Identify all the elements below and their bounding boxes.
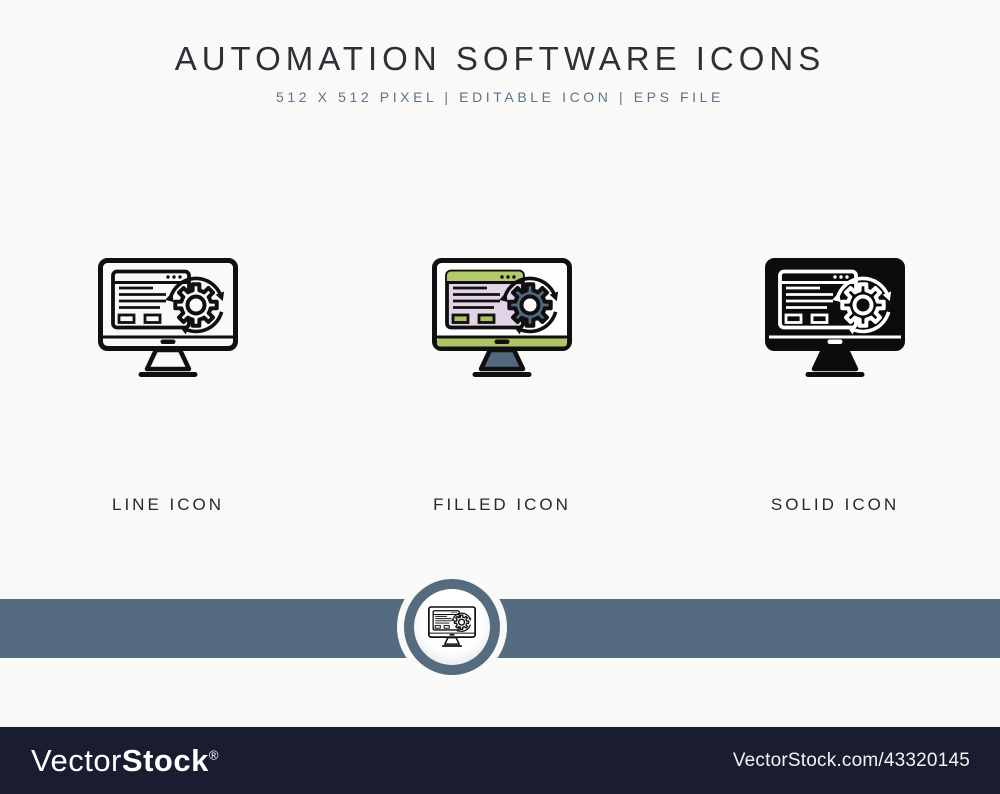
header: AUTOMATION SOFTWARE ICONS 512 X 512 PIXE… [0,40,1000,105]
page-subtitle: 512 X 512 PIXEL | EDITABLE ICON | EPS FI… [276,89,724,105]
solid-icon-label: SOLID ICON [770,495,900,514]
line-icon-label: LINE ICON [111,495,225,514]
filled-icon-label: FILLED ICON [433,495,571,514]
vectorstock-logo: VectorStock® [31,743,219,779]
center-badge-inner-circle [414,589,490,665]
icon-column-filled: FILLED ICON [392,258,612,515]
image-url-text: VectorStock.com/43320145 [732,749,970,771]
brand-bold-text: Stock [121,742,209,778]
monitor-gear-sync-solid-icon [765,258,905,380]
page-title: AUTOMATION SOFTWARE ICONS [174,40,826,77]
icon-column-line: LINE ICON [58,258,278,515]
center-badge [404,579,500,675]
watermark-footer: VectorStock® VectorStock.com/43320145 [0,727,1000,794]
monitor-gear-sync-filled-icon [432,258,572,380]
icon-column-solid: SOLID ICON [725,258,945,515]
brand-light-text: Vector [31,742,122,778]
registered-mark: ® [208,747,219,763]
monitor-gear-sync-line-icon [98,258,238,380]
accent-band [0,599,1000,658]
badge-monitor-gear-icon [428,606,476,648]
